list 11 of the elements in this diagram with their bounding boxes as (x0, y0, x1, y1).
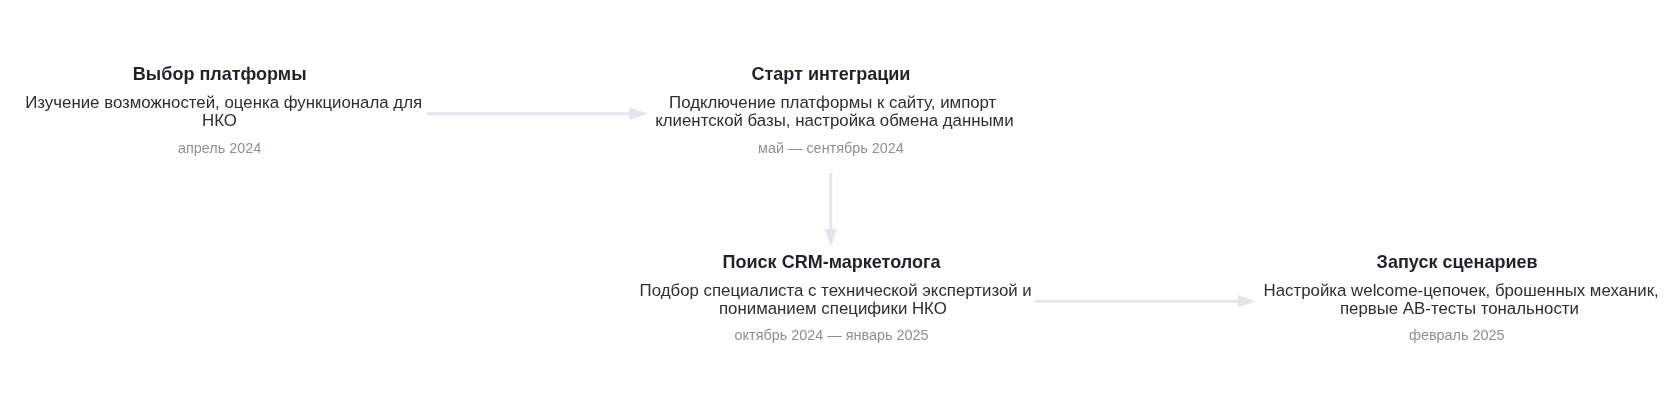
node-label: октябрь 2024 — январь 2025 (734, 326, 929, 343)
node-text: Выбор платформы Изучение возможностей, оценка функционала для НКО (25, 63, 423, 130)
arrow (1034, 294, 1256, 308)
arrow (824, 172, 838, 247)
node-text: Запуск сценариев Настройка welcome-цепочек, брошенных механик, первые AB-тесты тональности (1263, 251, 1659, 318)
node-label: май — сентябрь 2024 (758, 139, 904, 156)
node-label: апрель 2024 (177, 139, 262, 156)
arrow (427, 106, 648, 120)
node-text: Старт интеграции Подключение платформы к сайту, импорт клиентской базы, настройка обмена данными (655, 63, 1014, 130)
node-label: февраль 2025 (1409, 326, 1505, 343)
node-text: Поиск CRM-маркетолога Подбор специалиста с технической экспертизой и пониманием специфики НКО (639, 251, 1032, 318)
